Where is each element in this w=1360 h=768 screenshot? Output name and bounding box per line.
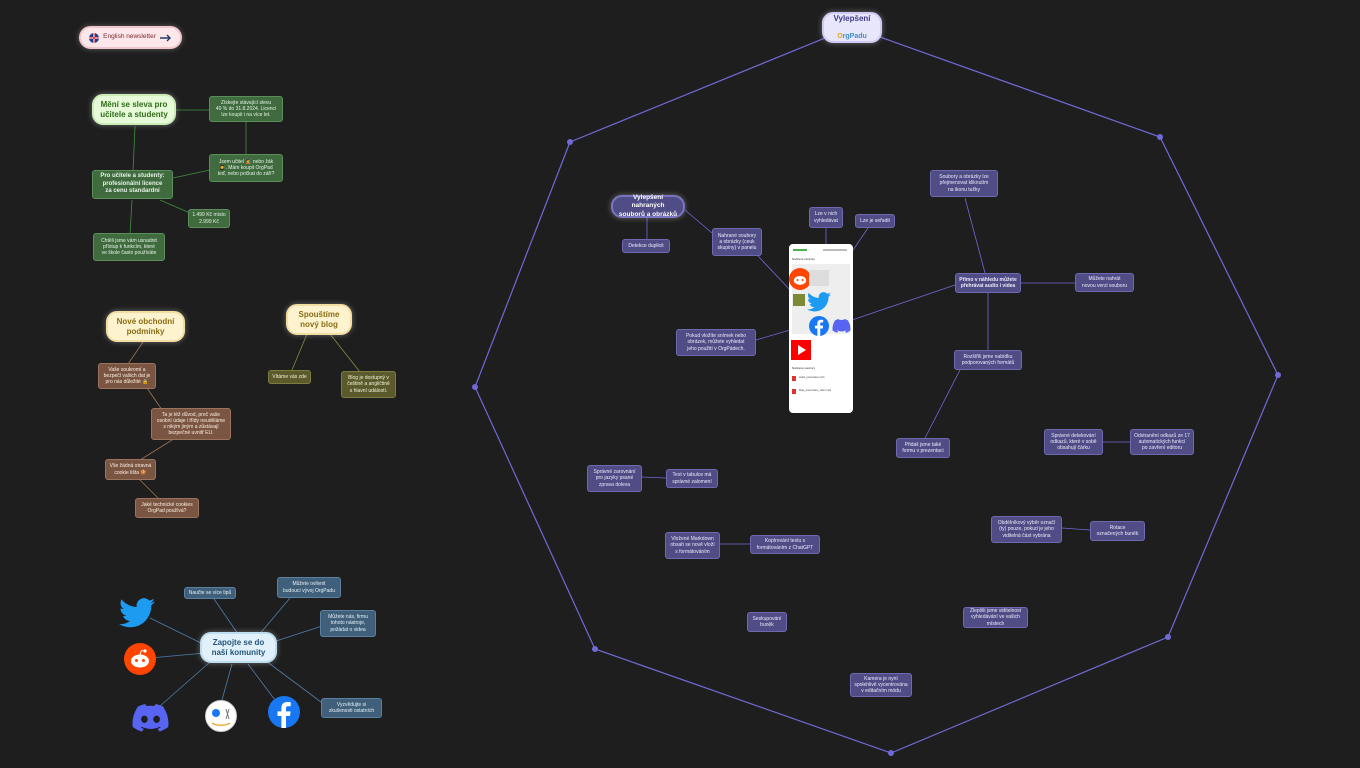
reddit-icon[interactable] [124,643,156,675]
edu-prof-node[interactable]: Pro učitele a studenty: profesionální li… [92,170,173,199]
edu-price-node[interactable]: 1.499 Kč místo 2.999 Kč [188,209,230,228]
text-right-node[interactable]: Text v tabulce má správné zalomení [666,469,718,488]
edu-root-node[interactable]: Mění se sleva pro učitele a studenty [92,94,176,125]
cut-node[interactable]: Odstranění odkazů ze 17 automatických fu… [1130,429,1194,455]
blog-links [291,333,361,373]
main-title-node[interactable]: Vylepšení OrgPadu [822,12,882,43]
attach-node[interactable]: Můžete nahrát novou verzi souboru [1075,273,1134,292]
terms-links [127,341,173,501]
community-shape-node[interactable]: Můžete ovlivnit budoucí vývoj OrgPadu [277,577,341,598]
orgpad-brand: OrgPadu [837,32,867,40]
arrow-right-icon [159,34,171,41]
community-links [149,595,326,707]
community-share-node[interactable]: Můžete nás, firmu tohoto nástroje, požád… [320,610,376,637]
facebook-icon [809,316,829,336]
files-node[interactable]: Soubory a obrázky lze přejmenovat kliknu… [930,170,998,197]
blog-root-node[interactable]: Spouštíme nový blog [286,304,352,335]
english-newsletter-button[interactable]: English newsletter [79,26,182,49]
select-box-node[interactable]: Obdélníkový výběr označí (ty) pouze, pok… [991,516,1062,543]
terms-why-node[interactable]: Ta je též důvod, proč vaše osobní údaje … [151,408,231,440]
terms-data-node[interactable]: Vaše soukromí a bezpečí vašich dat je pr… [98,363,156,389]
edu-discount-node[interactable]: Získejte stávající slevu 40 % do 31.8.20… [209,96,283,122]
discord-icon[interactable] [132,704,169,732]
newsletter-label: English newsletter [103,33,156,41]
improvement-links [641,197,1130,545]
twitter-icon [807,292,831,312]
community-follow-node[interactable]: Vyzvědujte si zkušenosti ostatních [321,698,382,718]
phone-section-images: Nahrané obrázky [792,257,815,261]
camera-node[interactable]: Kamera je nyní spolehlivě vycentrována v… [850,673,912,697]
lang-sort-node[interactable]: Správné zarovnání pro jazyky psané zprav… [587,465,642,492]
facebook-icon[interactable] [268,696,300,728]
detect-node[interactable]: Správné detekování odkazů, které v sobě … [1044,429,1103,455]
edu-links [129,109,247,236]
selection-node[interactable]: Seskupování buněk [747,612,787,632]
bigger-node[interactable]: Zlepšili jsme viditelnost vyhledávání ve… [963,607,1028,628]
phone-file-1: audio_prezentace.mp3 [799,376,825,379]
sort-node[interactable]: Lze je seřadit [855,214,895,228]
twitter-icon[interactable] [119,597,155,629]
uk-flag-icon [89,32,100,43]
octagon-handles[interactable] [472,134,1281,756]
view-node[interactable]: Lze v nich vyhledávat [809,207,843,228]
chatgpt-node[interactable]: Kopírování textu s formátováním z ChatGP… [750,535,820,554]
phone-file-2: Moje_prezentace_video.mp4 [799,389,832,392]
phone-section-files: Nahrané soubory [792,366,816,370]
blog-lang-node[interactable]: Blog je dostupný v češtině a angličtině … [341,371,396,398]
discord-icon [832,319,851,333]
edu-access-node[interactable]: Chtěli jsme vám usnadnit přístup k funkc… [93,233,165,261]
community-learn-node[interactable]: Naučte se více tipů [184,587,236,599]
preview-node[interactable]: Přímo v náhledu můžete přehrávat audio i… [955,273,1021,293]
youtube-icon [791,340,811,360]
blog-welcome-node[interactable]: Vítáme vás zde [268,370,311,384]
main-title-line1: Vylepšení [833,13,871,23]
terms-root-node[interactable]: Nové obchodní podmínky [106,311,185,342]
drag-node[interactable]: Přidali jsme také formu v prezentaci [896,438,950,458]
uploaded-node[interactable]: Nahrané soubory a obrázky (ceuk skupiny)… [712,228,762,256]
dupes-node[interactable]: Detekce duplicit [622,239,670,253]
orgpad-group-icon[interactable] [205,700,237,732]
edu-who-node[interactable]: Jsem učitel 🧑‍🏫 nebo žák 👩‍🎓. Mám koupit… [209,154,283,182]
orgpad-group-logo [211,708,231,726]
terms-cookies-node[interactable]: Jaké technické cookies OrgPad používá? [135,498,199,518]
rotate-node[interactable]: Rotace označených buněk [1090,521,1145,541]
community-root-node[interactable]: Zapojte se do naší komunity [200,632,277,663]
phone-preview-image[interactable]: Nahrané obrázky Nahrané soubory audio_pr… [789,244,853,413]
dictate-node[interactable]: Rozšířili jsme nabídku podporovaných for… [954,350,1022,370]
paste-node[interactable]: Pokud vložíte snímek nebo obrázek, můžet… [676,329,756,356]
markdown-node[interactable]: Vložené Markdown obsah se nově vloží s f… [665,532,720,559]
uploads-root-node[interactable]: Vylepšení nahraných souborů a obrázků [611,194,685,218]
reddit-icon [789,268,811,290]
terms-plain-node[interactable]: Vše žádná otravná cookie lišta 🍪 [105,459,156,480]
